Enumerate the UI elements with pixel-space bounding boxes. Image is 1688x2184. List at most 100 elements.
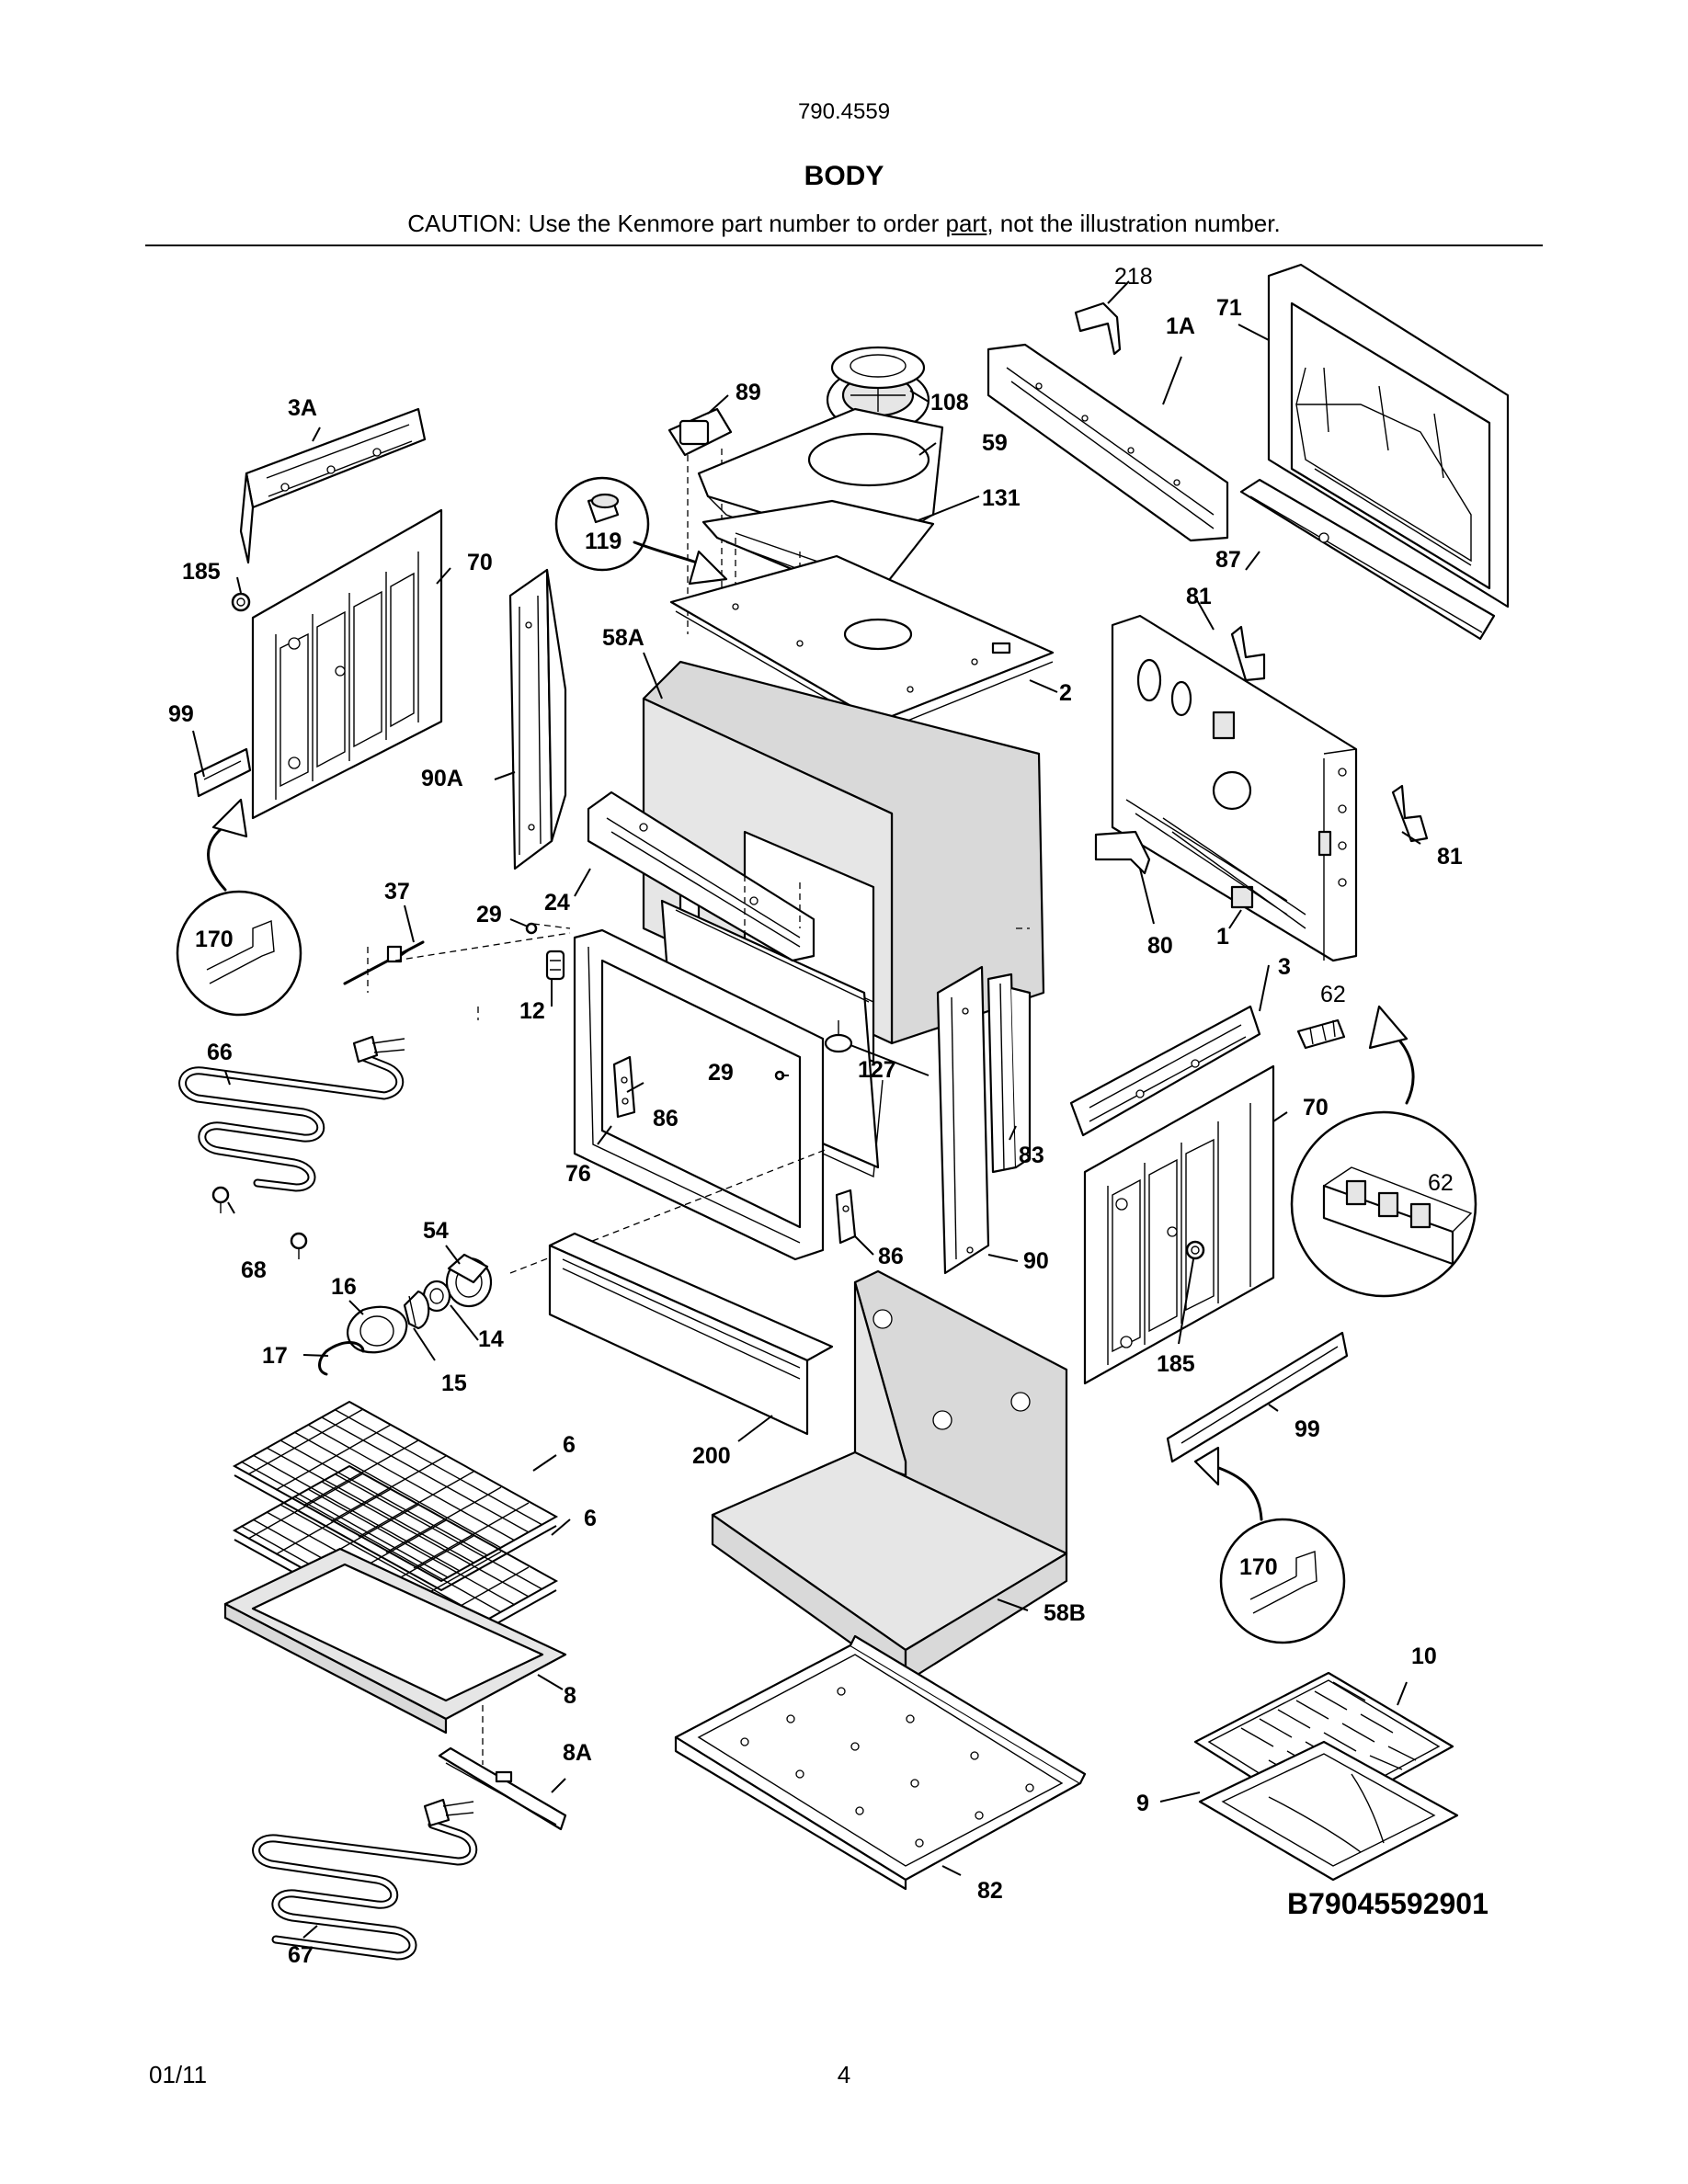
right-bracket-lower bbox=[1391, 784, 1429, 843]
callout-108: 108 bbox=[930, 390, 969, 415]
callout-76: 76 bbox=[565, 1161, 591, 1187]
oven-bottom-panel bbox=[223, 1547, 567, 1735]
callout-119: 119 bbox=[585, 529, 622, 554]
callout-81-top: 81 bbox=[1186, 584, 1212, 609]
caution-text-start: CAUTION: Use the Kenmore part number to … bbox=[407, 210, 946, 237]
hinge-receptacle-left bbox=[612, 1055, 636, 1119]
lamp-housing bbox=[445, 1253, 493, 1308]
callout-67: 67 bbox=[288, 1942, 314, 1968]
callout-9: 9 bbox=[1136, 1791, 1149, 1816]
left-bolt-part bbox=[231, 592, 251, 612]
callout-58b: 58B bbox=[1044, 1600, 1086, 1626]
callout-80: 80 bbox=[1147, 933, 1173, 959]
callout-16: 16 bbox=[331, 1274, 357, 1300]
callout-29-inner: 29 bbox=[708, 1060, 734, 1086]
callout-37: 37 bbox=[384, 879, 410, 904]
lamp-wire-clip bbox=[318, 1341, 365, 1376]
callout-17: 17 bbox=[262, 1343, 288, 1369]
callout-127: 127 bbox=[858, 1057, 896, 1083]
right-bolt-part bbox=[1185, 1240, 1205, 1260]
callout-90a: 90A bbox=[421, 766, 463, 791]
callout-131: 131 bbox=[982, 485, 1021, 511]
callout-62-small: 62 bbox=[1320, 982, 1346, 1007]
callout-185-right: 185 bbox=[1157, 1351, 1195, 1377]
oven-front-frame bbox=[573, 928, 825, 1261]
callout-119-bubble bbox=[554, 476, 728, 586]
left-lower-bracket bbox=[193, 747, 252, 798]
callout-170-bubble-right bbox=[1193, 1446, 1346, 1644]
rear-back-panel bbox=[1267, 263, 1510, 609]
oven-rack-upper bbox=[232, 1400, 559, 1592]
callout-86-left: 86 bbox=[653, 1106, 679, 1132]
callout-1: 1 bbox=[1216, 924, 1229, 950]
callout-68: 68 bbox=[241, 1257, 267, 1283]
callout-99-right: 99 bbox=[1295, 1416, 1320, 1442]
callout-1a: 1A bbox=[1166, 313, 1195, 339]
callout-10: 10 bbox=[1411, 1644, 1437, 1669]
oven-light-socket bbox=[545, 950, 565, 981]
callout-170-bubble-left bbox=[176, 798, 302, 1017]
callout-66: 66 bbox=[207, 1040, 233, 1065]
top-left-bracket-part bbox=[239, 407, 427, 564]
callout-170-right: 170 bbox=[1239, 1554, 1278, 1580]
right-bracket-upper bbox=[1230, 625, 1266, 682]
callout-62-bubble bbox=[1290, 1005, 1477, 1298]
front-right-trim-inner bbox=[987, 973, 1032, 1174]
callout-6-upper: 6 bbox=[563, 1432, 576, 1458]
callout-2: 2 bbox=[1059, 680, 1072, 706]
top-switch-part bbox=[667, 407, 733, 634]
oven-cavity-screw bbox=[525, 922, 571, 935]
callout-8a: 8A bbox=[563, 1740, 592, 1766]
callout-82: 82 bbox=[977, 1878, 1003, 1904]
element-clip bbox=[211, 1186, 308, 1259]
probe-wire bbox=[343, 940, 425, 985]
rear-top-channel bbox=[987, 343, 1229, 542]
exploded-parts-diagram: 218 71 1A 89 108 3A 59 131 119 185 70 87… bbox=[0, 248, 1688, 2050]
bottom-hinge-bracket bbox=[438, 1705, 567, 1831]
header-divider bbox=[145, 245, 1543, 246]
right-lower-bracket bbox=[1166, 1331, 1349, 1463]
callout-62-bubble: 62 bbox=[1428, 1170, 1454, 1196]
callout-24: 24 bbox=[544, 890, 570, 916]
callout-6-lower: 6 bbox=[584, 1506, 597, 1531]
callout-86-right: 86 bbox=[878, 1244, 904, 1269]
callout-12: 12 bbox=[519, 998, 545, 1024]
callout-3: 3 bbox=[1278, 954, 1291, 980]
callout-200: 200 bbox=[692, 1443, 731, 1469]
rear-bottom-rail bbox=[1239, 478, 1496, 641]
left-vertical-trim bbox=[508, 568, 567, 870]
footer-date: 01/11 bbox=[149, 2061, 208, 2088]
broil-element bbox=[178, 1035, 405, 1192]
kick-panel bbox=[548, 1232, 834, 1436]
caution-note: CAUTION: Use the Kenmore part number to … bbox=[0, 210, 1688, 238]
hinge-receptacle-right bbox=[835, 1189, 857, 1245]
page-title: BODY bbox=[804, 161, 884, 191]
callout-87: 87 bbox=[1215, 547, 1241, 573]
footer-page-number: 4 bbox=[837, 2061, 851, 2088]
model-number: 790.4559 bbox=[797, 99, 891, 124]
callout-89: 89 bbox=[736, 380, 761, 405]
callout-8: 8 bbox=[564, 1683, 576, 1709]
lamp-bulb bbox=[403, 1290, 430, 1330]
callout-3a: 3A bbox=[288, 395, 317, 421]
diagram-code: B79045592901 bbox=[1287, 1887, 1488, 1920]
callout-218: 218 bbox=[1114, 264, 1153, 290]
callout-58a: 58A bbox=[602, 625, 644, 651]
bake-element bbox=[252, 1798, 478, 1961]
right-bracket-mid bbox=[1094, 830, 1151, 875]
right-side-panel bbox=[1083, 1064, 1275, 1385]
callout-71: 71 bbox=[1216, 295, 1242, 321]
top-baffle-upper bbox=[697, 407, 944, 562]
callout-170-left: 170 bbox=[195, 927, 234, 952]
front-right-trim bbox=[936, 965, 990, 1275]
caution-text-end: , not the illustration number. bbox=[987, 210, 1281, 237]
caution-underlined-word: part bbox=[945, 210, 987, 237]
callout-70-right: 70 bbox=[1303, 1095, 1329, 1120]
front-dashed-links bbox=[367, 864, 1030, 1274]
oven-base-pan bbox=[674, 1634, 1087, 1891]
broil-pan-tray bbox=[1198, 1740, 1459, 1882]
terminal-block-small bbox=[1296, 1018, 1346, 1050]
bottom-insulation bbox=[711, 1269, 1068, 1684]
callout-83: 83 bbox=[1019, 1143, 1044, 1168]
callout-90: 90 bbox=[1023, 1248, 1049, 1274]
